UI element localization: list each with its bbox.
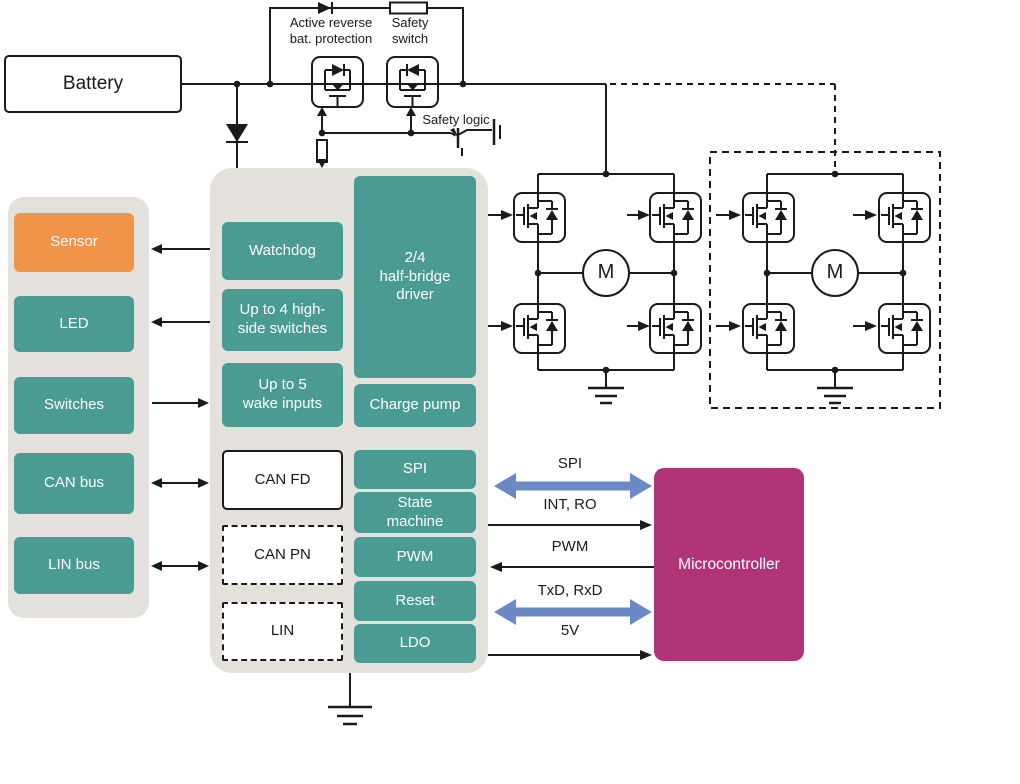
motor-1-label: M bbox=[597, 261, 615, 283]
safety-logic-net bbox=[316, 107, 501, 168]
h-bridge-2 bbox=[743, 171, 930, 403]
microcontroller-box: Microcontroller bbox=[654, 468, 804, 661]
pwm-arrow bbox=[490, 562, 654, 572]
ic-spi: SPI bbox=[354, 450, 476, 489]
optional-bridge-feed-wire bbox=[610, 83, 836, 172]
ic-ground-icon bbox=[328, 673, 372, 726]
ic-watchdog: Watchdog bbox=[222, 222, 343, 280]
microcontroller-label: Microcontroller bbox=[678, 555, 780, 573]
ic-ldo: LDO bbox=[354, 624, 476, 663]
safety-switch-mosfet-icon bbox=[386, 56, 439, 108]
safety-logic-label: Safety logic bbox=[422, 112, 490, 127]
logic-ground-icon bbox=[492, 119, 501, 145]
battery-label: Battery bbox=[62, 73, 124, 94]
peripherals-panel: Sensor LED Switches CAN bus LIN bus bbox=[8, 197, 149, 618]
h-bridge-1 bbox=[514, 171, 701, 403]
battery-box: Battery bbox=[4, 55, 182, 113]
safety-logic-transistor-icon bbox=[448, 128, 492, 156]
motor-2-label: M bbox=[826, 261, 844, 283]
bypass-diode-icon bbox=[318, 2, 333, 14]
peripheral-led: LED bbox=[14, 296, 134, 352]
txd-rxd-arrow bbox=[494, 599, 652, 625]
supply-diode-icon bbox=[226, 84, 248, 168]
ic-can-pn: CAN PN bbox=[222, 525, 343, 585]
pullup-resistor-icon bbox=[316, 139, 328, 163]
peripheral-lin-bus: LIN bus bbox=[14, 537, 134, 594]
peripheral-can-bus: CAN bus bbox=[14, 453, 134, 514]
signal-spi-label: SPI bbox=[557, 455, 583, 472]
ic-charge-pump: Charge pump bbox=[354, 384, 476, 427]
gate-drive-arrows-bridge-2 bbox=[716, 210, 877, 331]
gate-drive-arrows-bridge-1 bbox=[488, 210, 650, 331]
peripheral-arrows bbox=[151, 244, 210, 571]
ic-can-fd: CAN FD bbox=[222, 450, 343, 510]
signal-txd-rxd-label: TxD, RxD bbox=[537, 582, 603, 599]
ic-half-bridge-driver: 2/4 half-bridge driver bbox=[354, 176, 476, 378]
ic-high-side-switches: Up to 4 high- side switches bbox=[222, 289, 343, 351]
bypass-resistor-icon bbox=[389, 1, 428, 15]
5v-arrow bbox=[488, 650, 652, 660]
signal-pwm-label: PWM bbox=[551, 538, 589, 555]
ic-reset: Reset bbox=[354, 581, 476, 621]
peripheral-switches: Switches bbox=[14, 377, 134, 434]
signal-int-ro-label: INT, RO bbox=[543, 496, 597, 513]
int-ro-arrow bbox=[488, 520, 652, 530]
ic-lin: LIN bbox=[222, 602, 343, 661]
signal-5v-label: 5V bbox=[560, 622, 580, 639]
ic-wake-inputs: Up to 5 wake inputs bbox=[222, 363, 343, 427]
ic-pwm: PWM bbox=[354, 537, 476, 577]
optional-bridge-outline bbox=[709, 151, 941, 409]
peripheral-sensor: Sensor bbox=[14, 213, 134, 272]
reverse-protection-mosfet-icon bbox=[311, 56, 364, 108]
ic-state-machine: State machine bbox=[354, 492, 476, 533]
system-basis-chip-block: Watchdog Up to 4 high- side switches Up … bbox=[210, 168, 488, 673]
safety-switch-label: Safety switch bbox=[391, 15, 429, 46]
reverse-protection-label: Active reverse bat. protection bbox=[289, 15, 373, 46]
spi-arrow bbox=[494, 473, 652, 499]
